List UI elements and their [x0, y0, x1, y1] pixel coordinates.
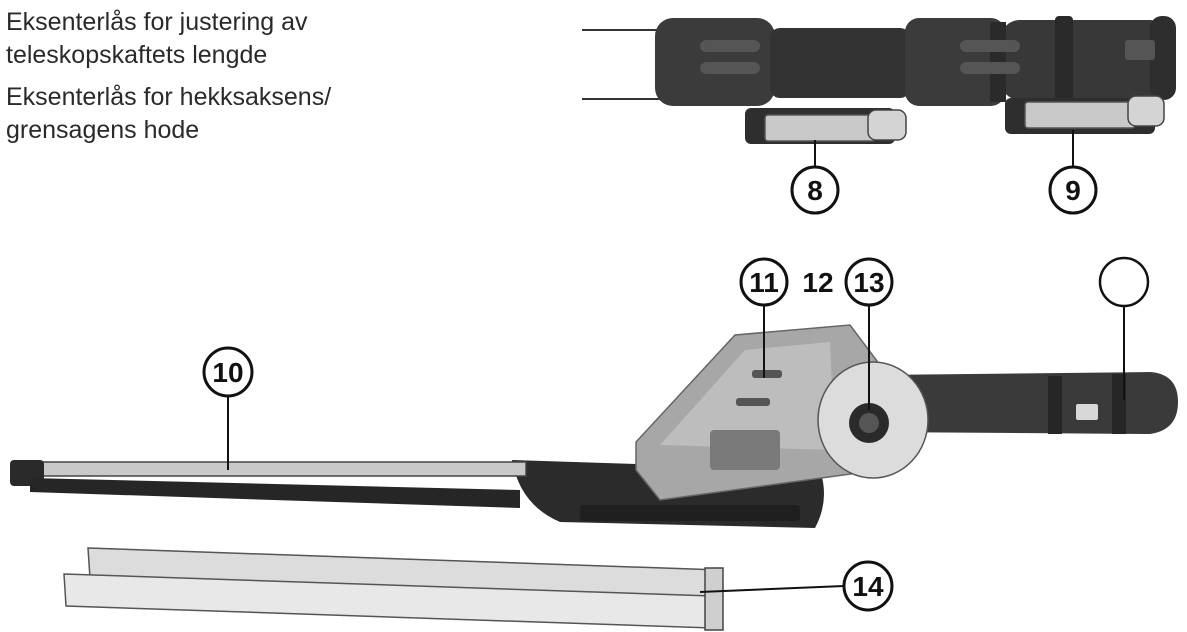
hedge-trimmer-head-icon: [10, 325, 1178, 528]
callout-10-label: 10: [212, 357, 243, 388]
callout-14-label: 14: [852, 571, 884, 602]
callout-13-label: 13: [853, 267, 884, 298]
callout-12-label: 12: [802, 267, 833, 298]
callout-8-label: 8: [807, 175, 823, 206]
callout-10: 10: [204, 348, 252, 470]
blade-guard-icon: [64, 548, 723, 630]
callout-9-label: 9: [1065, 175, 1081, 206]
telescopic-shaft-icon: [582, 16, 1176, 144]
callout-14: 14: [700, 562, 892, 610]
callout-11-label: 11: [749, 267, 779, 298]
callout-9: 9: [1050, 130, 1096, 213]
callout-8: 8: [792, 140, 838, 213]
eccentric-lock-8-icon: [745, 108, 906, 144]
eccentric-lock-9-icon: [1005, 96, 1164, 134]
